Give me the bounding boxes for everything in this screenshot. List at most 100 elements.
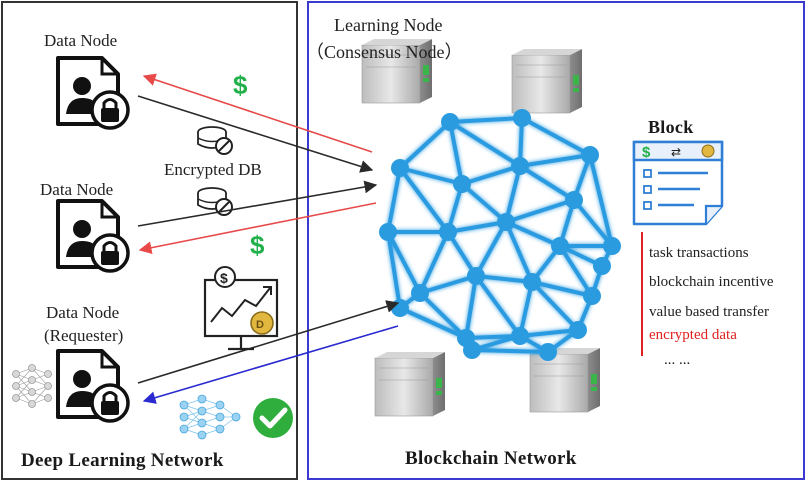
network-edge <box>448 120 522 168</box>
svg-text:$: $ <box>220 270 228 286</box>
block-item-ellipsis: ... ... <box>664 352 691 368</box>
data-node-label-1: Data Node <box>44 31 118 50</box>
dollar-sign-icon: $ <box>250 230 265 260</box>
svg-text:D: D <box>256 319 264 331</box>
network-node <box>411 284 429 302</box>
network-edge <box>418 291 468 340</box>
network-node <box>391 159 409 177</box>
arrow-requester-to-network <box>137 300 400 384</box>
network-edge <box>518 280 534 338</box>
network-node <box>593 257 611 275</box>
network-node <box>581 146 599 164</box>
network-edge <box>464 334 522 340</box>
network-edge <box>386 230 402 310</box>
dollar-sign-icon: $ <box>233 70 248 100</box>
network-edge <box>572 198 614 248</box>
network-node <box>565 191 583 209</box>
network-edge <box>474 274 534 284</box>
network-edge <box>386 230 422 295</box>
network-edge <box>460 164 522 186</box>
network-edge <box>418 274 478 295</box>
network-node <box>539 343 557 361</box>
network-node <box>551 237 569 255</box>
data-node-label-3: Data Node <box>46 303 120 322</box>
network-edge <box>460 182 508 224</box>
encrypted-db-icon <box>197 126 233 155</box>
network-node <box>497 213 515 231</box>
network-node <box>441 113 459 131</box>
network-edge <box>474 274 522 338</box>
svg-text:⇄: ⇄ <box>671 145 681 159</box>
network-edge <box>504 220 534 284</box>
server-icon <box>511 48 583 114</box>
svg-text:$: $ <box>642 144 651 161</box>
network-node <box>603 237 621 255</box>
network-edge <box>398 120 452 170</box>
network-node <box>513 109 531 127</box>
blockchain-network-nodes <box>379 109 621 361</box>
network-edge <box>448 120 464 186</box>
network-edge <box>386 166 402 234</box>
arrow-network-to-requester <box>142 325 399 404</box>
network-node <box>583 287 601 305</box>
server-icon <box>374 351 446 417</box>
network-edge <box>464 274 478 340</box>
network-node <box>467 267 485 285</box>
arrow-network-to-node2 <box>138 202 377 255</box>
arrow-node1-to-network <box>137 95 374 173</box>
requester-label: (Requester) <box>44 326 124 345</box>
network-edge <box>504 198 576 224</box>
network-edge <box>518 328 580 338</box>
consensus-node-label: （Consensus Node） <box>306 42 463 62</box>
network-edge <box>518 164 576 202</box>
price-chart-icon: $ D <box>203 266 279 351</box>
network-node <box>569 321 587 339</box>
network-edge <box>398 166 450 234</box>
network-edge <box>470 348 550 354</box>
network-node <box>439 223 457 241</box>
network-node <box>511 327 529 345</box>
left-panel-border <box>1 1 298 480</box>
network-edge <box>530 280 594 298</box>
data-node-icon-3 <box>56 349 130 423</box>
network-node <box>379 223 397 241</box>
data-node-icon-2 <box>56 199 130 273</box>
network-edge <box>398 306 468 340</box>
network-node <box>523 273 541 291</box>
data-node-label-2: Data Node <box>40 180 114 199</box>
network-edge <box>558 244 594 298</box>
learning-node-label: Learning Node <box>334 15 443 35</box>
network-edge <box>588 153 614 248</box>
blockchain-network-sphere <box>386 116 614 354</box>
neural-network-icon <box>12 364 52 408</box>
network-node <box>453 175 471 193</box>
encrypted-db-label: Encrypted DB <box>164 160 262 179</box>
network-edge <box>520 116 592 157</box>
network-edge <box>530 280 580 332</box>
arrow-network-to-node1 <box>142 73 373 153</box>
network-edge <box>446 220 508 234</box>
block-card-icon: $ ⇄ <box>632 140 724 226</box>
left-panel-title: Deep Learning Network <box>21 450 224 471</box>
network-edge <box>504 220 562 248</box>
network-edge <box>448 116 524 124</box>
data-node-icon-1 <box>56 56 130 130</box>
right-panel-border <box>307 1 805 480</box>
network-node <box>511 157 529 175</box>
block-title: Block <box>648 117 694 137</box>
server-icon <box>529 347 601 413</box>
block-item: value based transfer <box>649 304 769 320</box>
network-node <box>463 341 481 359</box>
check-circle-icon <box>253 398 293 438</box>
block-item: task transactions <box>649 245 749 261</box>
block-item-highlight: encrypted data <box>649 327 737 343</box>
network-edge <box>474 220 508 278</box>
network-node <box>391 299 409 317</box>
right-panel-title: Blockchain Network <box>405 448 577 469</box>
block-item: blockchain incentive <box>649 274 774 290</box>
neural-network-icon <box>179 394 241 440</box>
network-edge <box>418 230 450 295</box>
network-edge <box>518 153 592 168</box>
network-edge <box>504 164 522 224</box>
